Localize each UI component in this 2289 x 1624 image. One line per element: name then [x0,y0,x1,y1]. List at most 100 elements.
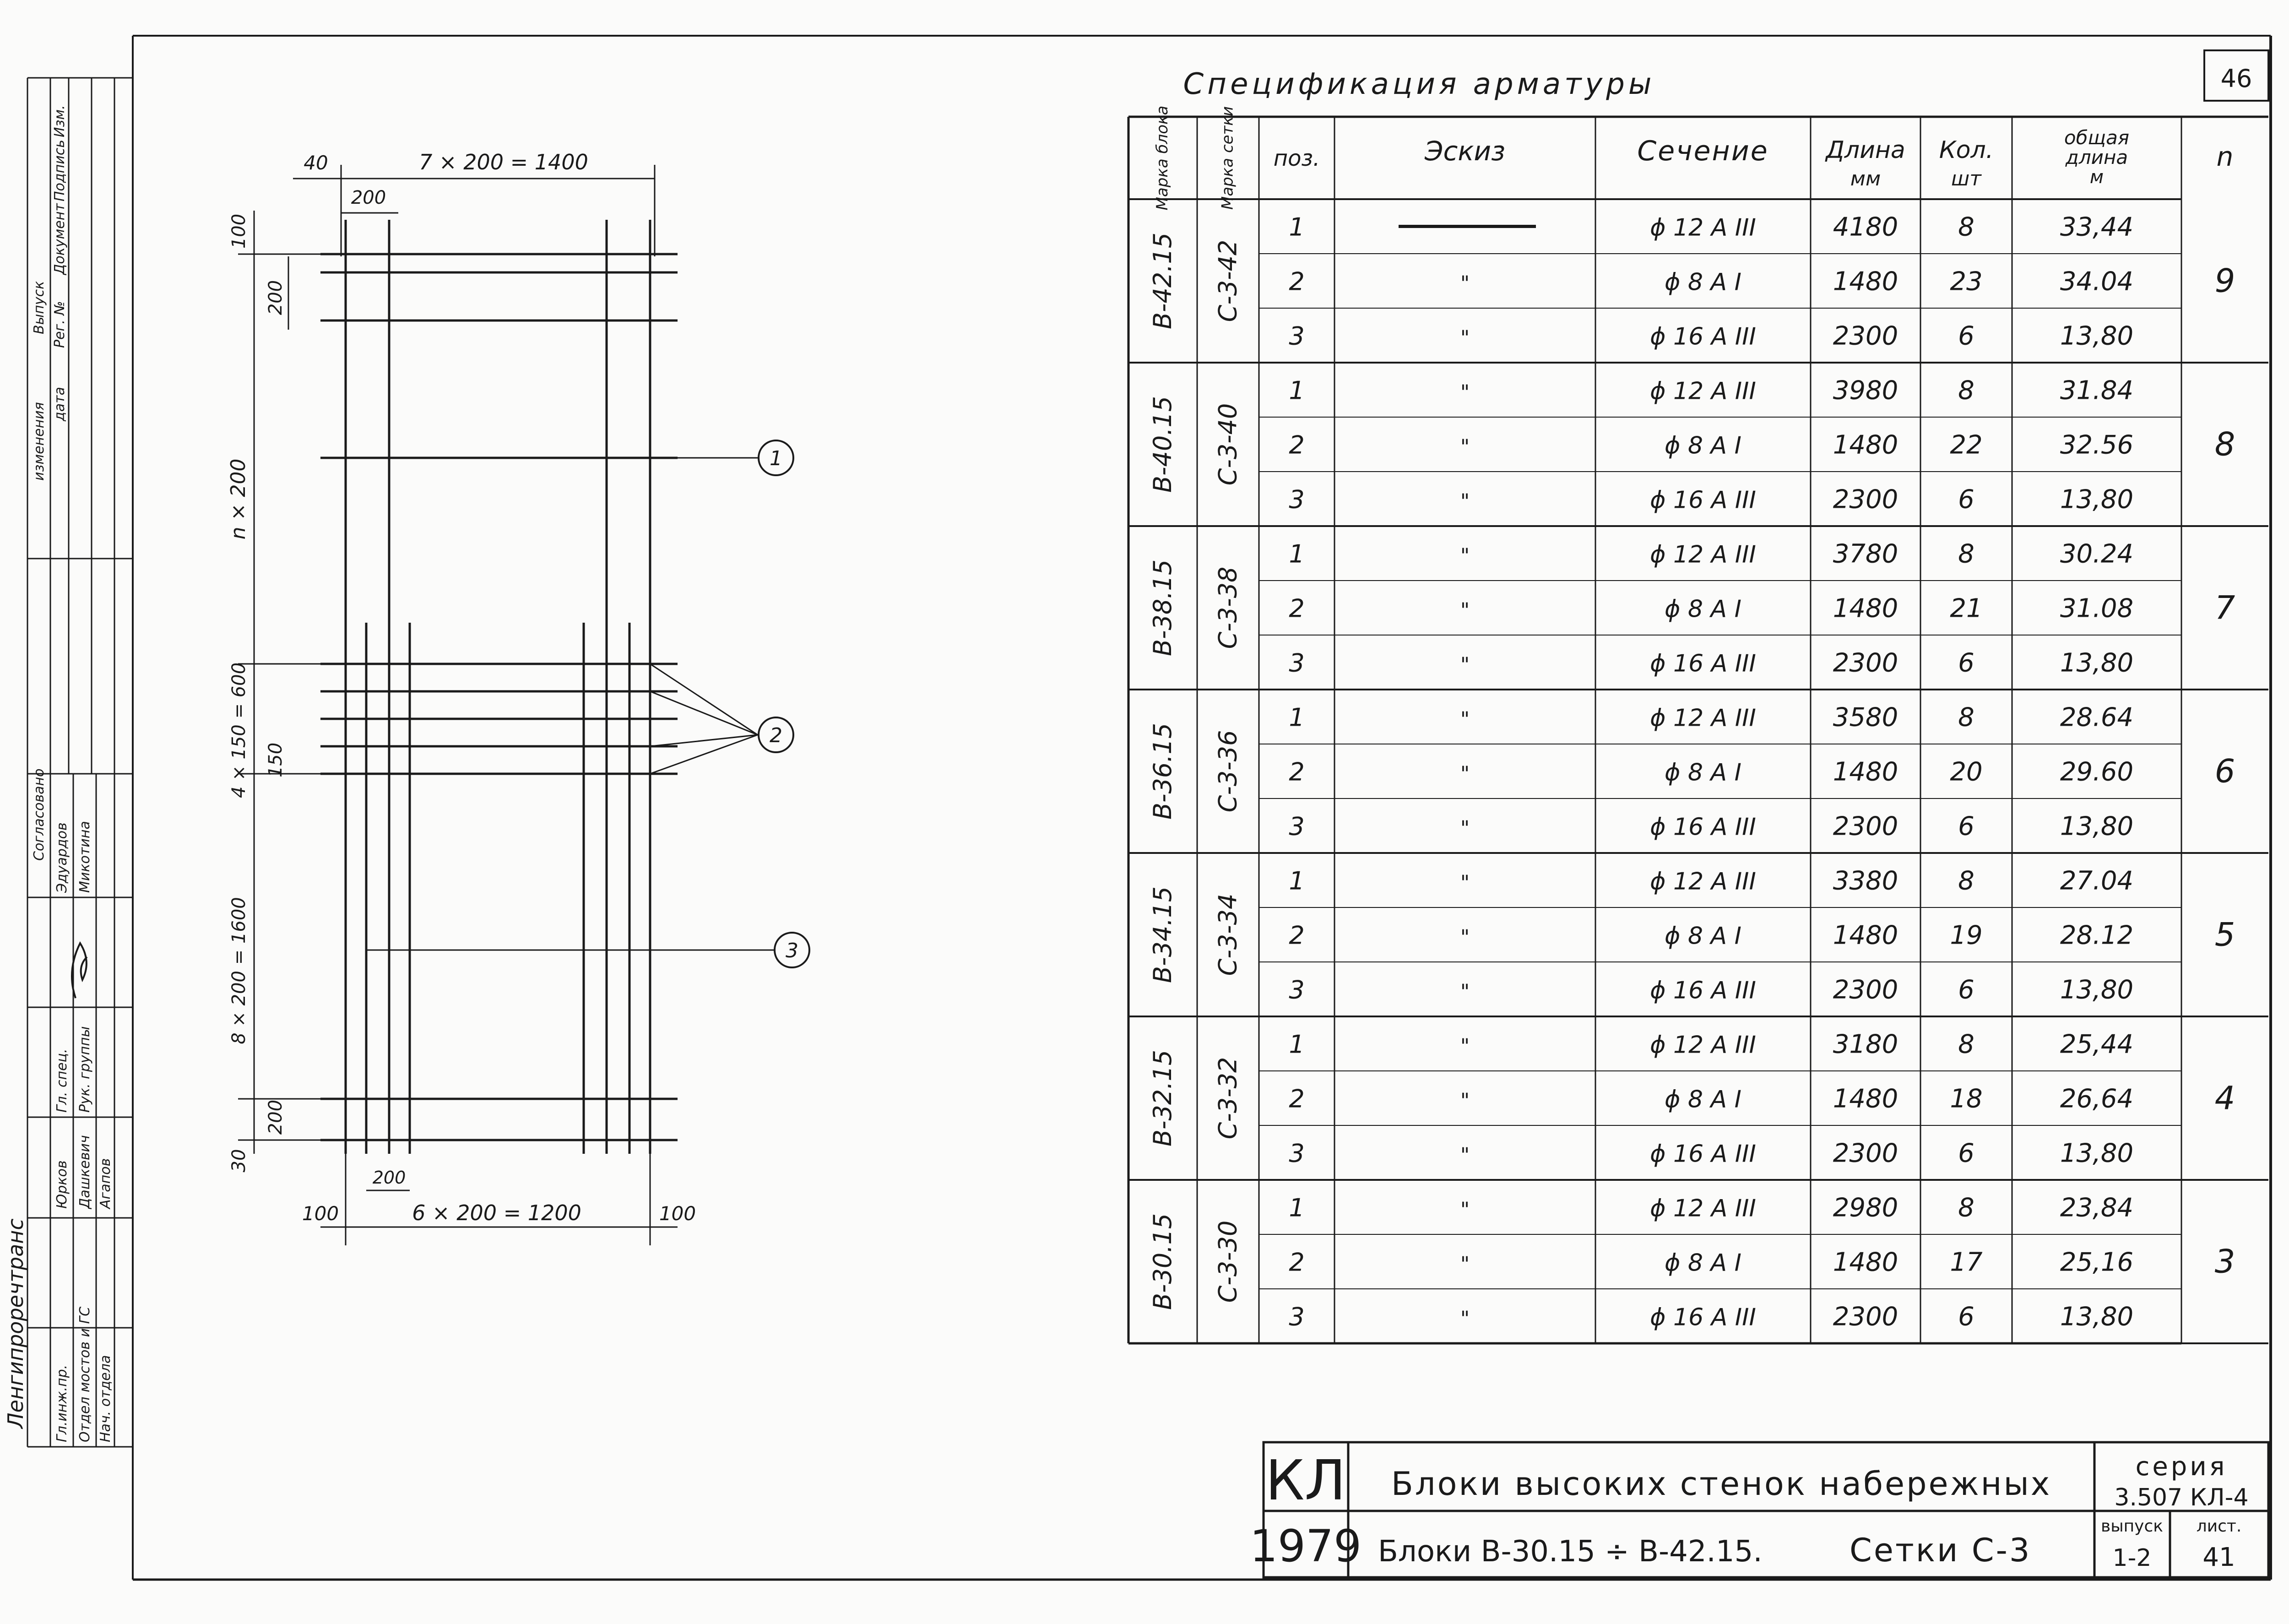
cell-length: 4180 [1833,212,1898,242]
side-col-reg: Рег. № [52,301,68,348]
cell-total: 13,80 [2060,812,2133,842]
cell-qty: 8 [1958,1193,1974,1223]
side-col-change: Изм. [52,105,68,137]
cell-qty: 6 [1958,975,1974,1005]
mesh-mark: С-3-32 [1214,1057,1242,1140]
cell-section: ϕ 12 А III [1650,214,1756,242]
cell-section: ϕ 16 А III [1650,323,1756,351]
cell-qty: 21 [1950,594,1982,624]
cell-qty: 6 [1958,1139,1974,1168]
cell-sketch: " [1460,435,1470,459]
callout-2-circle [758,717,794,753]
cell-section: ϕ 16 А III [1650,650,1756,678]
header-block-mark: Марка блока [1153,106,1172,211]
cell-sketch: " [1460,653,1470,677]
cell-length: 1480 [1833,430,1898,460]
side-col-doc: Документ [52,203,68,276]
cell-sketch: " [1460,599,1470,622]
cell-total: 25,44 [2060,1030,2133,1059]
side-role-2: Нач. отдела [98,1355,114,1442]
mesh-mark: С-3-36 [1214,730,1242,813]
cell-sketch: " [1460,817,1470,840]
stamp-year: 1979 [1250,1521,1361,1572]
side-name-0: Эдуардов [54,822,70,893]
stamp-series-value: 3.507 КЛ-4 [2114,1484,2248,1511]
dim-left-8x200: 8 × 200 = 1600 [228,897,250,1044]
cell-sketch: " [1460,490,1470,513]
cell-qty: 6 [1958,321,1974,351]
cell-total: 28.64 [2060,703,2133,733]
cell-sketch: " [1460,871,1470,895]
dim-left-150: 150 [265,743,286,777]
cell-length: 3980 [1833,376,1898,406]
cell-section: ϕ 16 А III [1650,487,1756,514]
cell-total: 25,16 [2060,1248,2133,1277]
mesh-mark: С-3-42 [1214,240,1242,322]
cell-total: 26,64 [2060,1084,2133,1114]
side-name-1: Микотина [77,821,93,893]
cell-length: 1480 [1833,1248,1898,1277]
cell-pos: 1 [1289,1194,1304,1222]
cell-section: ϕ 8 А I [1665,269,1741,296]
mesh-count-n: 6 [2215,753,2235,790]
cell-length: 2300 [1833,485,1898,515]
cell-length: 2300 [1833,1139,1898,1168]
dim-bottom-200: 200 [373,1168,406,1188]
side-col-sign: Подпись [52,140,68,201]
cell-length: 2300 [1833,812,1898,842]
block-mark: В-36.15 [1148,723,1177,820]
stamp-code: КЛ [1265,1449,1345,1513]
block-mark: В-38.15 [1148,559,1177,656]
mesh-count-n: 4 [2215,1080,2235,1117]
dim-left-4x150: 4 × 150 = 600 [228,663,250,798]
cell-pos: 2 [1289,1085,1304,1113]
cell-pos: 2 [1289,431,1304,460]
cell-length: 2300 [1833,321,1898,351]
mesh-count-n: 7 [2215,589,2235,627]
cell-pos: 1 [1289,540,1304,569]
block-mark: В-40.15 [1148,396,1177,493]
cell-qty: 6 [1958,812,1974,842]
cell-length: 2300 [1833,648,1898,678]
side-person-1: Дашкевич [77,1135,93,1210]
cell-total: 31.84 [2060,376,2133,406]
cell-sketch: " [1460,708,1470,731]
block-mark: В-32.15 [1148,1050,1177,1146]
cell-length: 3380 [1833,866,1898,896]
cell-pos: 3 [1289,976,1304,1005]
cell-total: 23,84 [2060,1193,2133,1223]
cell-section: ϕ 8 А I [1665,596,1741,623]
signature-mark [71,941,88,999]
stamp-issue-value: 1-2 [2113,1544,2152,1572]
header-qty-unit: шт [1951,167,1982,190]
cell-total: 31.08 [2060,594,2133,624]
leader-2 [650,690,758,736]
header-length-unit: мм [1850,167,1881,190]
cell-qty: 8 [1958,376,1974,406]
cell-section: ϕ 16 А III [1650,1141,1756,1168]
cell-section: ϕ 8 А I [1665,432,1741,460]
side-approved: Согласовано [31,768,47,861]
leader-2 [650,734,758,775]
cell-qty: 6 [1958,485,1974,515]
header-n: n [2217,141,2234,172]
cell-qty: 8 [1958,212,1974,242]
cell-pos: 1 [1289,1030,1304,1059]
stamp-subtitle-b: Сетки С-3 [1850,1532,2031,1569]
cell-sketch: " [1460,762,1470,786]
cell-pos: 3 [1289,812,1304,841]
cell-qty: 8 [1958,1030,1974,1059]
block-mark: В-42.15 [1148,233,1177,329]
stamp-sheet-label: лист. [2197,1517,2242,1536]
